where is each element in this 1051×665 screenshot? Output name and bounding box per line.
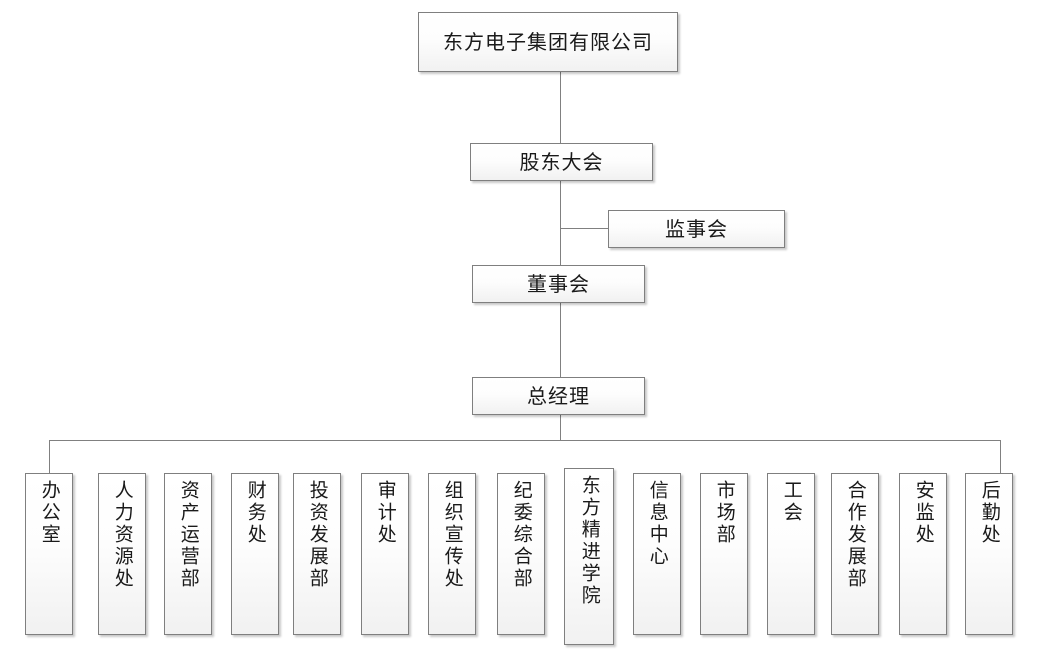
department-box[interactable]: 东方精进学院 <box>564 468 614 645</box>
node-shareholders-meeting[interactable]: 股东大会 <box>470 143 653 181</box>
department-label: 人力资源处 <box>111 480 134 590</box>
department-box[interactable]: 合作发展部 <box>831 473 879 635</box>
connector-general-manager-to-bus <box>560 414 561 440</box>
department-label: 投资发展部 <box>306 480 329 590</box>
node-general-manager[interactable]: 总经理 <box>472 377 645 415</box>
connector-spine-to-supervisors <box>560 228 608 229</box>
department-label: 资产运营部 <box>177 480 200 590</box>
department-box[interactable]: 后勤处 <box>965 473 1013 635</box>
node-board-of-directors-label: 董事会 <box>527 271 590 296</box>
connector-company-to-shareholders <box>560 72 561 143</box>
department-box[interactable]: 审计处 <box>361 473 409 635</box>
node-board-of-directors[interactable]: 董事会 <box>472 265 645 303</box>
department-label: 合作发展部 <box>844 480 867 590</box>
department-label: 东方精进学院 <box>578 475 601 607</box>
department-box[interactable]: 纪委综合部 <box>497 473 545 635</box>
department-box[interactable]: 工会 <box>767 473 815 635</box>
department-box[interactable]: 办公室 <box>25 473 73 635</box>
node-company-label: 东方电子集团有限公司 <box>443 29 653 54</box>
node-shareholders-meeting-label: 股东大会 <box>519 149 604 174</box>
department-label: 办公室 <box>38 480 61 546</box>
connector-bus-to-first-department <box>49 440 50 473</box>
node-general-manager-label: 总经理 <box>527 383 590 408</box>
department-box[interactable]: 信息中心 <box>633 473 681 635</box>
department-box[interactable]: 资产运营部 <box>164 473 212 635</box>
department-box[interactable]: 安监处 <box>899 473 947 635</box>
department-label: 组织宣传处 <box>441 480 464 590</box>
department-label: 市场部 <box>713 480 736 546</box>
department-box[interactable]: 投资发展部 <box>293 473 341 635</box>
department-bus-line <box>49 440 1001 441</box>
department-box[interactable]: 市场部 <box>700 473 748 635</box>
department-box[interactable]: 人力资源处 <box>98 473 146 635</box>
department-label: 安监处 <box>912 480 935 546</box>
department-label: 审计处 <box>374 480 397 546</box>
department-box[interactable]: 组织宣传处 <box>428 473 476 635</box>
department-label: 财务处 <box>244 480 267 546</box>
connector-shareholders-to-directors <box>560 180 561 265</box>
department-label: 后勤处 <box>978 480 1001 546</box>
connector-bus-to-last-department <box>1000 440 1001 473</box>
department-label: 纪委综合部 <box>510 480 533 590</box>
connector-directors-to-general-manager <box>560 302 561 378</box>
department-box[interactable]: 财务处 <box>231 473 279 635</box>
department-label: 信息中心 <box>646 480 669 568</box>
node-company[interactable]: 东方电子集团有限公司 <box>418 12 678 72</box>
department-label: 工会 <box>780 480 803 524</box>
node-board-of-supervisors-label: 监事会 <box>665 216 728 241</box>
node-board-of-supervisors[interactable]: 监事会 <box>608 210 785 248</box>
